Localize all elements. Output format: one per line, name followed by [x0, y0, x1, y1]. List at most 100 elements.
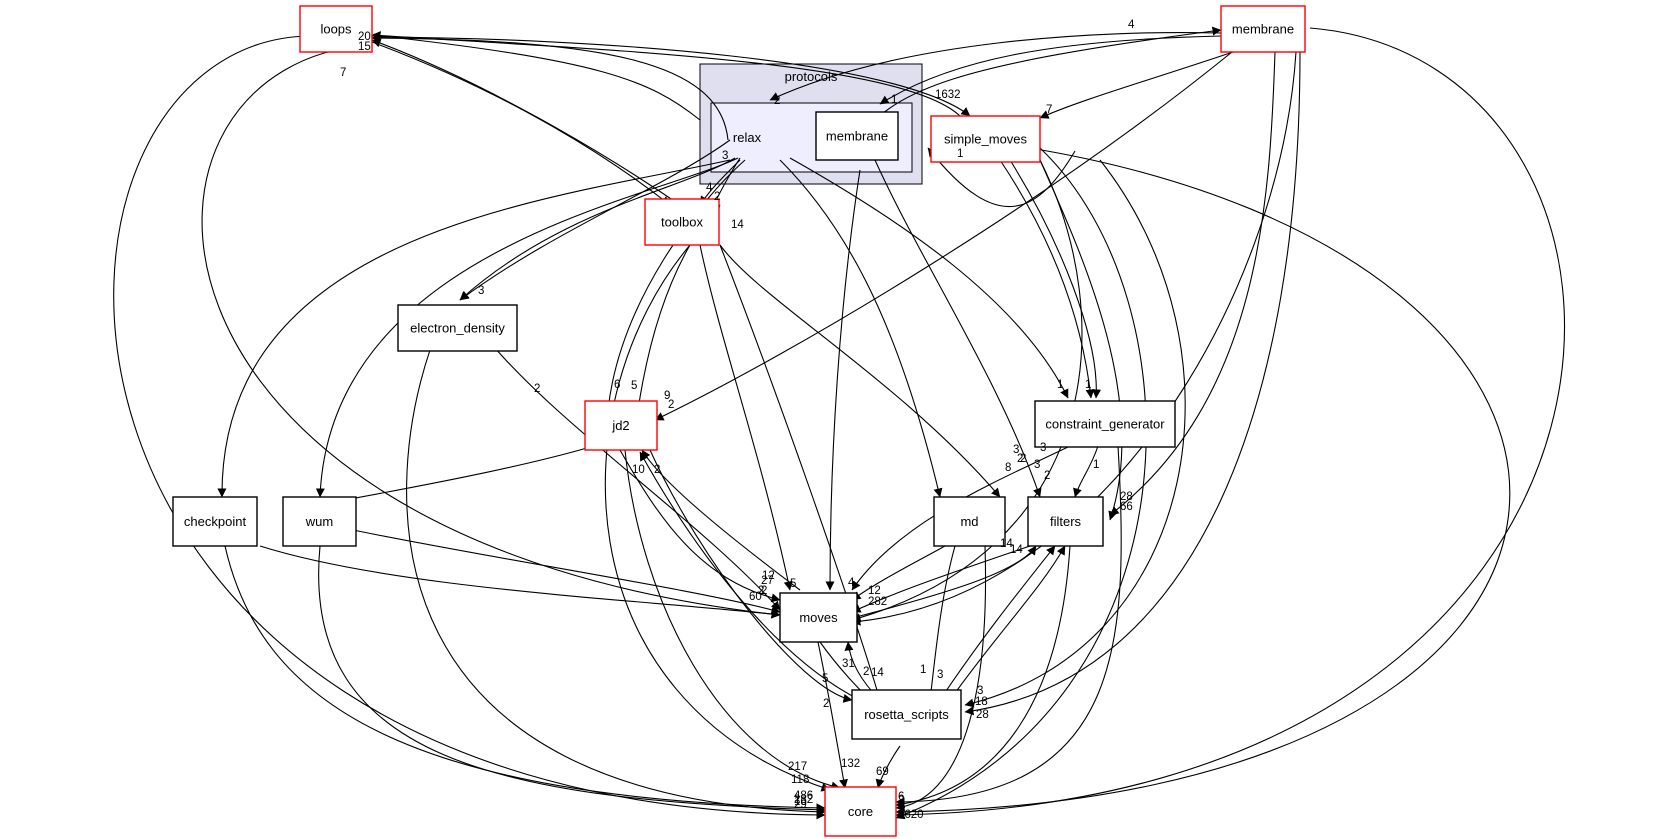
edge — [1039, 51, 1234, 119]
edge — [825, 169, 861, 591]
edge-label: 12 — [868, 585, 881, 597]
edge-label: 18 — [975, 696, 988, 708]
edge-label: 1 — [957, 148, 963, 160]
edge-label: 2 — [1020, 453, 1026, 465]
edge — [318, 545, 826, 815]
node-constraint-generator[interactable]: constraint_generator — [1034, 400, 1176, 448]
edge — [371, 36, 971, 117]
edge — [964, 51, 1301, 716]
node-box — [584, 400, 658, 451]
node-label: md — [960, 514, 978, 529]
edge-label: 7 — [1046, 104, 1052, 116]
node-label: jd2 — [611, 418, 629, 433]
edge-label: 4 — [1128, 19, 1135, 31]
node-box — [933, 496, 1006, 547]
edge-label: 132 — [841, 758, 860, 770]
edge-label: 9 — [664, 390, 670, 402]
node-label: loops — [320, 22, 352, 37]
edge-label: 5 — [898, 803, 904, 815]
edge — [352, 529, 781, 615]
edge-label: 486 — [794, 790, 813, 802]
edge-label: 2 — [1044, 470, 1050, 482]
edge — [895, 445, 1122, 807]
edge-label: 2 — [823, 698, 829, 710]
nodes: loops membrane relax membrane simple_movesto… — [172, 5, 1306, 837]
node-checkpoint[interactable]: checkpoint — [172, 496, 258, 547]
edge-label: 2 — [654, 464, 660, 476]
node-jd2[interactable]: jd2 — [584, 400, 658, 451]
edge — [201, 44, 781, 619]
edge — [719, 244, 1001, 498]
node-label: toolbox — [661, 215, 703, 230]
edge-label: 4 — [848, 577, 855, 589]
edge-label: 1 — [1057, 379, 1063, 391]
edge-label: 60 — [749, 591, 762, 603]
node-electron-density[interactable]: electron_density — [397, 304, 518, 352]
edge — [315, 157, 739, 498]
node-box — [824, 786, 897, 837]
edge-label: 15 — [358, 41, 371, 53]
node-label: filters — [1050, 514, 1082, 529]
edge-label: 1 — [1085, 379, 1091, 391]
edge — [851, 545, 946, 601]
node-toolbox[interactable]: toolbox — [644, 198, 720, 246]
node-simple-moves[interactable]: simple_moves — [930, 115, 1041, 163]
edge — [371, 41, 671, 206]
edge — [113, 35, 826, 820]
edge-label: 5 — [790, 578, 796, 590]
edge-label: 3 — [1040, 442, 1046, 454]
node-rosetta-scripts[interactable]: rosetta_scripts — [851, 689, 962, 740]
edge — [817, 641, 848, 789]
node-membrane-inner[interactable]: membrane — [815, 111, 899, 161]
node-box — [779, 592, 858, 643]
node-box — [1034, 400, 1176, 448]
edge-label: 1 — [920, 664, 926, 676]
edge-label: 3 — [478, 285, 484, 297]
edge-label: 28 — [1120, 491, 1133, 503]
node-label: electron_density — [410, 321, 505, 336]
edge — [371, 31, 701, 121]
edge — [895, 545, 987, 812]
edge — [926, 545, 956, 701]
edge-label: 14 — [1010, 544, 1023, 556]
edge-label: 12 — [762, 570, 775, 582]
edge-label: 27 — [761, 575, 774, 587]
node-box — [1027, 496, 1104, 547]
edge — [224, 545, 826, 813]
edge — [779, 159, 943, 498]
edge-label: 10 — [632, 464, 645, 476]
edge — [1109, 51, 1276, 516]
edge — [639, 451, 861, 701]
edge-label: 2 — [898, 806, 904, 818]
edge-label: 2 — [761, 585, 767, 597]
edge — [604, 159, 746, 411]
node-box — [1220, 5, 1306, 53]
node-filters[interactable]: filters — [1027, 496, 1104, 547]
edge-label: 1 — [898, 799, 904, 811]
node-moves[interactable]: moves — [779, 592, 858, 643]
edge — [649, 449, 853, 703]
node-wum[interactable]: wum — [282, 496, 357, 547]
edge — [895, 27, 1566, 820]
edge — [769, 31, 1222, 101]
node-md[interactable]: md — [933, 496, 1006, 547]
node-membrane-top[interactable]: membrane — [1220, 5, 1306, 53]
edge — [604, 244, 831, 792]
node-core[interactable]: core — [824, 786, 897, 837]
edge — [879, 35, 1222, 105]
edge — [634, 244, 691, 411]
edge — [371, 38, 681, 206]
edge-label: 2 — [714, 191, 720, 203]
edge-label: 217 — [788, 761, 807, 773]
node-loops[interactable]: loops — [299, 5, 373, 53]
edge-label: 14 — [1000, 538, 1013, 550]
edge-label: 6 — [614, 379, 620, 391]
edge-label: 6 — [898, 791, 904, 803]
node-box — [644, 198, 720, 246]
edge — [459, 157, 736, 301]
edge-label: 3 — [1034, 459, 1040, 471]
edge-label: 5 — [822, 673, 828, 685]
node-relax[interactable]: relax — [711, 103, 783, 172]
